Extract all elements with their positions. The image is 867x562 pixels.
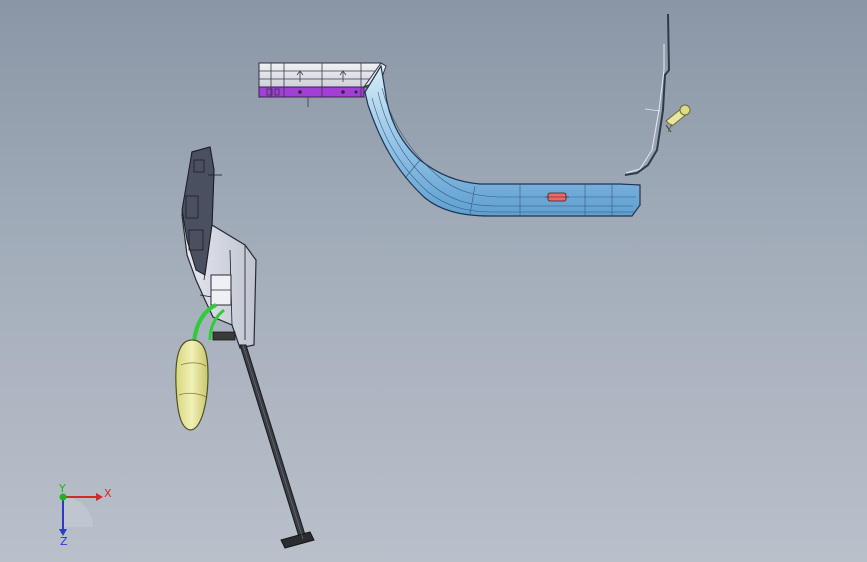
z-axis-label: Z [60,535,68,548]
y-axis-label: Y [58,482,66,495]
top-flange-channel[interactable] [258,62,387,107]
x-axis-arrowhead [96,493,103,501]
x-axis-label: X [104,487,112,500]
long-diagonal-rod[interactable] [239,344,315,549]
curved-door-trim-panel[interactable] [364,64,641,217]
vertical-side-bracket[interactable] [181,146,257,349]
y-axis-dot [59,493,67,501]
thin-side-rail[interactable] [624,13,672,176]
z-axis-arrowhead [59,529,67,536]
orientation-triad: X Y Z [58,482,112,548]
lower-cushion-pod[interactable] [175,303,225,431]
small-bolt-component[interactable] [665,104,691,133]
